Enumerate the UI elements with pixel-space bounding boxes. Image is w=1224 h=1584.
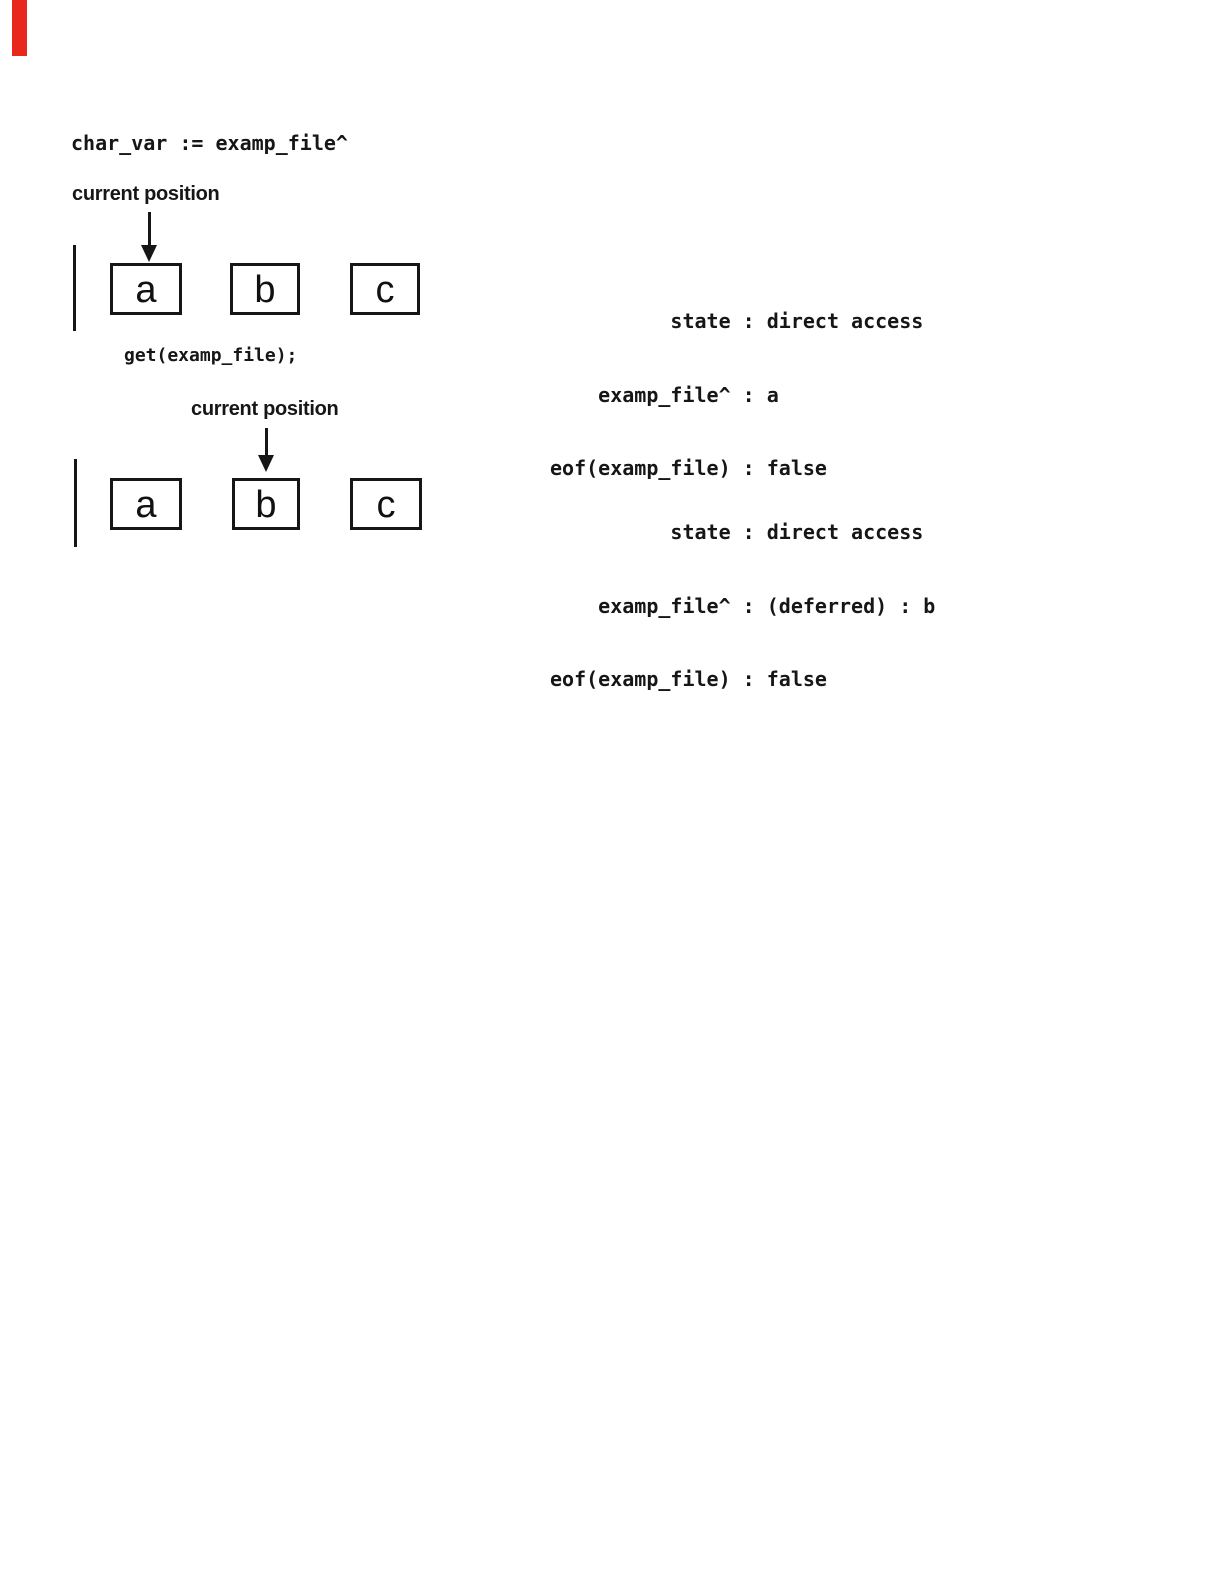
cell-box-1c: c <box>350 263 420 315</box>
down-arrow-2-shaft <box>265 428 268 456</box>
cell-letter: a <box>135 269 157 311</box>
get-statement: get(examp_file); <box>124 345 298 366</box>
cell-box-2b: b <box>232 478 300 530</box>
down-arrow-1-head <box>141 245 157 262</box>
red-margin-mark <box>12 0 27 56</box>
cell-letter: c <box>376 484 396 526</box>
state-block-1: state : direct access examp_file^ : a eo… <box>550 260 923 530</box>
down-arrow-2-head <box>258 455 274 472</box>
cell-letter: c <box>375 269 395 311</box>
state-line: state : direct access <box>550 309 924 333</box>
cell-letter: a <box>135 484 157 526</box>
current-position-label-2: current position <box>191 398 339 420</box>
cell-box-2c: c <box>350 478 422 530</box>
down-arrow-1-shaft <box>148 212 151 246</box>
code-statement: char_var := examp_file^ <box>71 131 348 155</box>
current-position-label-1: current position <box>72 183 220 205</box>
state-line: examp_file^ : (deferred) : b <box>550 593 936 618</box>
cell-letter: b <box>255 484 277 526</box>
state-block-2: state : direct access examp_file^ : (def… <box>550 471 935 741</box>
state-line: examp_file^ : a <box>550 382 779 407</box>
file-margin-line-2 <box>74 459 77 547</box>
state-line: eof(examp_file) : false <box>550 667 827 691</box>
cell-box-1b: b <box>230 263 300 315</box>
state-line: state : direct access <box>550 520 924 544</box>
file-margin-line-1 <box>73 245 76 331</box>
state-line: eof(examp_file) : false <box>550 456 827 480</box>
cell-box-1a: a <box>110 263 182 315</box>
cell-letter: b <box>254 269 276 311</box>
cell-box-2a: a <box>110 478 182 530</box>
